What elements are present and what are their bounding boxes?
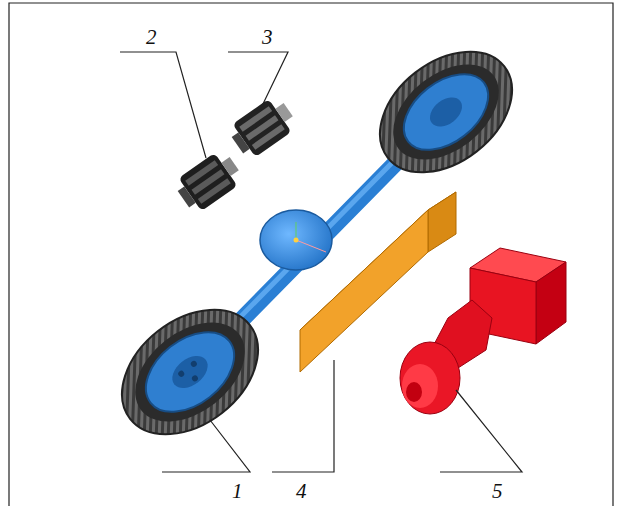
callout-number: 4 <box>296 481 307 502</box>
callout-number: 1 <box>232 481 243 502</box>
callout-number: 5 <box>492 481 503 502</box>
callout-number: 3 <box>262 27 273 48</box>
callout-number: 2 <box>146 27 157 48</box>
